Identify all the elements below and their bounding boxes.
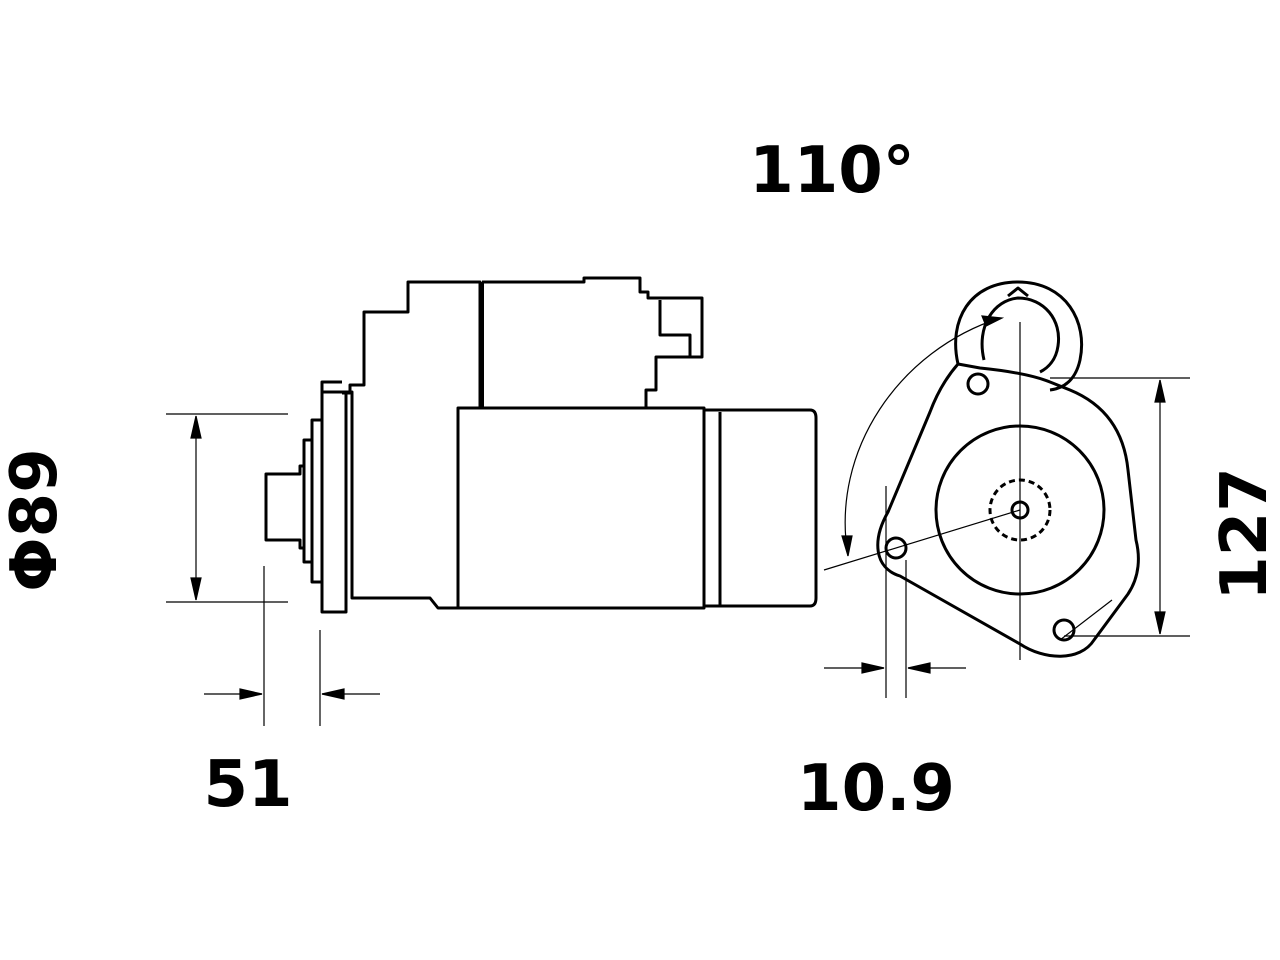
solenoid-terminal [658,300,692,357]
solenoid-lobe [954,280,1084,392]
flange-arrow-left [861,662,885,674]
pinion-shaft [264,464,304,550]
front-dimensions [823,315,1190,698]
diameter-arrow-top [190,415,202,439]
height-arrow-bottom [1154,611,1166,635]
drive-end-housing [320,380,458,610]
motor-end-cap [704,408,818,608]
bolt-hole-top [966,372,990,396]
angle-arrow-bottom [841,535,853,557]
angle-label: 110° [749,134,915,208]
height-label: 127 [1208,467,1280,601]
pinion-arrow-left [239,688,263,700]
solenoid-body [482,276,704,410]
flange-arrow-right [907,662,931,674]
drive-end-flange [320,382,348,614]
front-view [876,280,1140,658]
side-dimensions [166,413,380,726]
bolt-hole-bottom [1052,618,1076,642]
angle-arc [844,317,1001,557]
motor-body [456,406,706,610]
angle-extension [1059,599,1113,641]
diameter-label: Φ89 [0,448,72,591]
side-view [264,276,818,614]
diameter-arrow-bottom [190,577,202,601]
flange-ring [310,418,322,584]
height-arrow-top [1154,379,1166,403]
pinion-arrow-right [321,688,345,700]
front-flange [876,362,1140,658]
flange-offset-label: 10.9 [797,752,955,826]
angle-arrow-top [981,315,1005,327]
pinion-length-label: 51 [203,748,292,822]
flange-inner [302,438,312,564]
bolt-reference-line [823,509,1021,571]
solenoid-notch [1007,286,1029,298]
solenoid-outline [342,280,482,410]
